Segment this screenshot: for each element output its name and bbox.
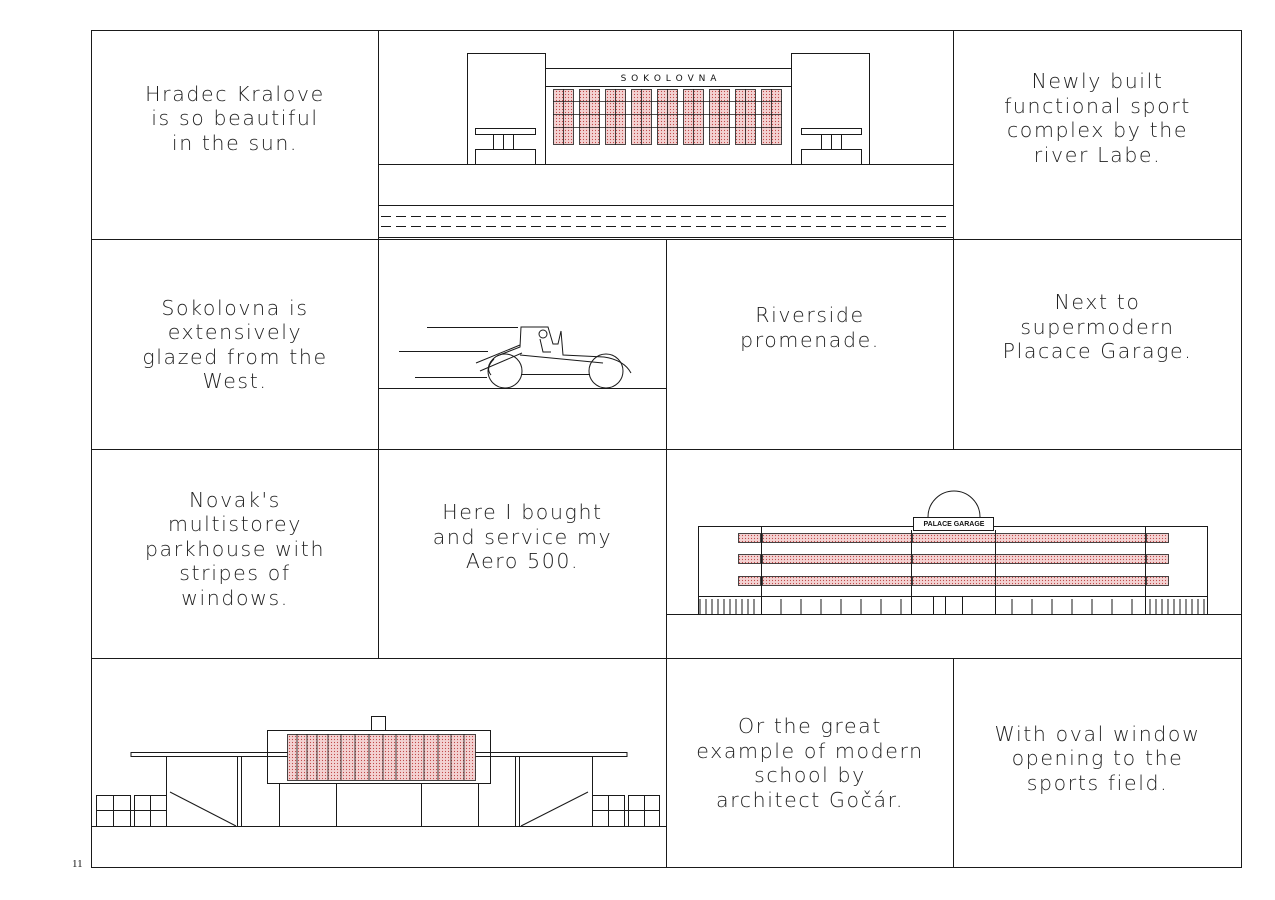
vintage-car-drawing <box>379 326 666 389</box>
school-caption: Or the great example of modern school by… <box>696 714 924 812</box>
panel-garage-next: Next to supermodern Placace Garage. <box>954 240 1241 449</box>
palace-garage-drawing <box>666 490 1241 615</box>
sokolovna-building-drawing <box>379 53 953 238</box>
glazed-caption: Sokolovna is extensively glazed from the… <box>142 295 328 394</box>
panel-sport-complex: Newly built functional sport complex by … <box>954 31 1241 239</box>
sokolovna-window-bays <box>553 89 782 145</box>
panel-glazed: Sokolovna is extensively glazed from the… <box>92 240 378 449</box>
aero-caption: Here I bought and service my Aero 500. <box>432 500 613 574</box>
novak-caption: Novak's multistorey parkhouse with strip… <box>144 487 326 610</box>
panel-school: Or the great example of modern school by… <box>667 659 953 867</box>
panel-promenade: Riverside promenade. <box>667 240 953 449</box>
panel-hradec: Hradec Kralove is so beautiful in the su… <box>92 31 378 239</box>
garage-caption: Next to supermodern Placace Garage. <box>1002 290 1193 364</box>
oval-window-caption: With oval window opening to the sports f… <box>994 721 1201 795</box>
promenade-caption: Riverside promenade. <box>740 303 880 352</box>
panel-aero: Here I bought and service my Aero 500. <box>379 450 666 658</box>
palace-garage-sign: PALACE GARAGE <box>923 521 985 528</box>
sport-complex-caption: Newly built functional sport complex by … <box>1004 69 1191 167</box>
gocar-school-glazing <box>287 734 476 781</box>
sokolovna-sign: S O K O L O V N A <box>620 74 718 84</box>
panel-oval-window: With oval window opening to the sports f… <box>954 659 1241 867</box>
hradec-caption: Hradec Kralove is so beautiful in the su… <box>145 81 325 155</box>
page-number: 11 <box>72 858 83 870</box>
palace-garage-window-stripes <box>738 533 1169 586</box>
panel-novak: Novak's multistorey parkhouse with strip… <box>92 450 378 658</box>
